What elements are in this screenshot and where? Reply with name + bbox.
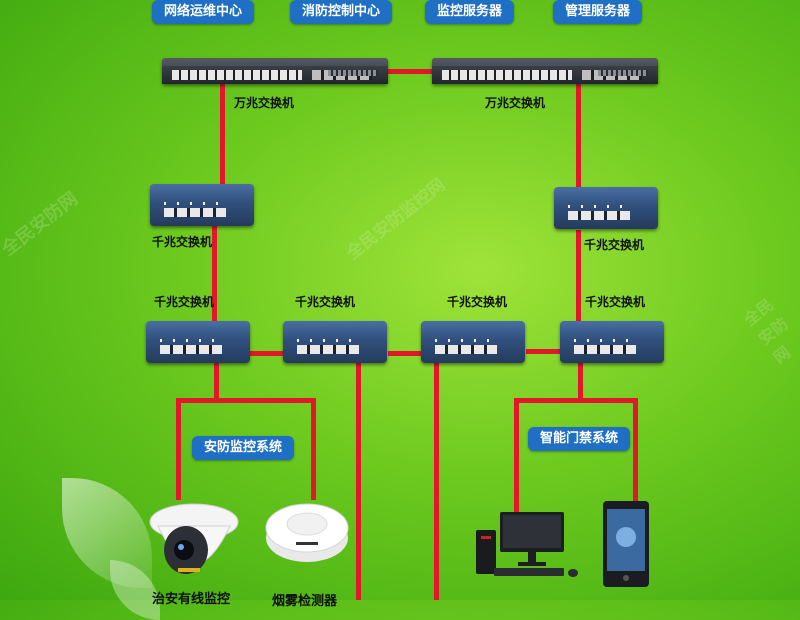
link-acc1-acc2	[250, 351, 284, 356]
access-switch-2	[283, 321, 387, 363]
label-access-2: 千兆交换机	[295, 295, 356, 309]
label-access-1: 千兆交换机	[154, 295, 215, 309]
access-switch-3	[421, 321, 525, 363]
link-acc3-acc4	[526, 349, 560, 354]
label-access-3: 千兆交换机	[447, 295, 508, 309]
agg-switch-right	[554, 187, 658, 229]
link-aggR-acc4	[576, 230, 581, 325]
label-agg-left: 千兆交换机	[152, 235, 213, 249]
link-coreL-aggL	[220, 82, 225, 187]
link-security-smoke	[311, 398, 316, 500]
watermark-center: 全民安防监控网	[342, 174, 450, 264]
desktop-computer-icon	[474, 510, 584, 582]
smoke-detector-icon	[264, 498, 350, 568]
link-aggL-acc1	[212, 225, 217, 325]
tag-fire-control-center: 消防控制中心	[290, 0, 393, 24]
watermark-left: 全民安防网	[0, 188, 82, 261]
watermark-right: 全民安防网	[740, 294, 794, 368]
label-camera: 治安有线监控	[152, 592, 231, 607]
link-security-camera	[176, 398, 181, 500]
link-acc2-acc3	[388, 351, 422, 356]
access-switch-1	[146, 321, 250, 363]
core-switch-right	[432, 58, 658, 84]
link-access-bus	[514, 398, 638, 403]
link-security-bus	[176, 398, 316, 403]
link-core-core	[385, 69, 435, 74]
link-access-pc	[514, 398, 519, 516]
tag-management-server: 管理服务器	[553, 0, 643, 24]
link-acc3-down	[434, 362, 439, 600]
tag-network-ops-center: 网络运维中心	[152, 0, 255, 24]
tag-monitor-server: 监控服务器	[425, 0, 515, 24]
link-acc2-down	[356, 362, 361, 600]
dome-camera-icon	[148, 492, 240, 584]
door-access-panel-icon	[603, 501, 649, 587]
tag-access-control-system: 智能门禁系统	[528, 427, 631, 451]
agg-switch-left	[150, 184, 254, 226]
core-switch-left	[162, 58, 388, 84]
link-acc1-down	[214, 362, 219, 400]
link-acc4-down	[578, 362, 583, 400]
label-agg-right: 千兆交换机	[584, 238, 645, 252]
label-access-4: 千兆交换机	[585, 295, 646, 309]
access-switch-4	[560, 321, 664, 363]
tag-security-system: 安防监控系统	[192, 436, 295, 460]
link-access-panel	[633, 398, 638, 502]
label-core-left: 万兆交换机	[234, 96, 295, 110]
label-core-right: 万兆交换机	[485, 96, 546, 110]
link-coreR-aggR	[576, 82, 581, 190]
